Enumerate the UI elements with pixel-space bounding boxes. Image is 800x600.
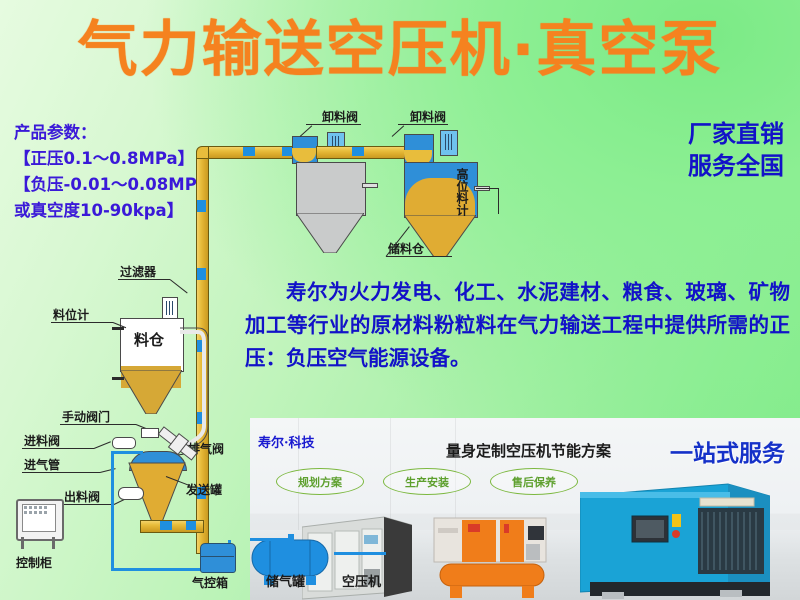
air-line-bottom	[111, 568, 231, 571]
filter-fin	[332, 136, 333, 150]
outlet-valve-body	[118, 487, 144, 500]
pipe-material-slug	[352, 147, 364, 156]
pipe-material-slug	[197, 412, 206, 424]
pipe-material-slug	[282, 147, 292, 156]
product-parameters: 产品参数： 【正压0.1～0.8MPa】 【负压-0.01～0.08MPa 或真…	[14, 120, 244, 224]
hopper-vent-pipe	[180, 327, 209, 453]
leader-line	[51, 322, 113, 323]
level-gauge-probe-lower	[112, 377, 124, 380]
label-hopper: 料仓	[134, 331, 165, 349]
leader-line	[391, 125, 405, 137]
label-discharge-valve-1: 卸料阀	[322, 110, 359, 124]
exhaust-valve-body	[157, 426, 198, 461]
pipe-material-slug	[197, 200, 206, 212]
promo-line-factory-direct: 厂家直销	[688, 120, 784, 148]
pipe-elbow	[196, 146, 209, 159]
filter-fin	[166, 301, 167, 315]
filter-fin	[335, 136, 336, 150]
label-filter: 过滤器	[120, 265, 157, 279]
control-cabinet-indicators	[24, 506, 47, 514]
promo-block: 厂家直销 服务全国	[688, 118, 784, 182]
label-discharge-valve-2: 卸料阀	[410, 110, 447, 124]
label-high-level-gauge: 高位料计	[455, 168, 469, 216]
pipe-material-slug	[186, 521, 196, 530]
filter-fin	[169, 301, 170, 315]
label-feed-valve: 进料阀	[24, 434, 61, 448]
silo-2-cone	[404, 215, 476, 257]
label-air-tank: 储气罐	[266, 575, 306, 590]
air-line-to-tank	[111, 451, 143, 454]
page-title: 气力输送空压机·真空泵	[77, 15, 723, 85]
air-line-vertical-left	[111, 451, 114, 571]
pipe-material-slug	[197, 340, 206, 352]
filter-fin	[445, 134, 446, 150]
parameter-line-3: 或真空度10-90kpa】	[14, 201, 184, 220]
leader-line	[398, 124, 448, 125]
filter-fin	[451, 134, 452, 150]
label-air-compressor: 空压机	[342, 575, 382, 590]
product-photo-banner: 寿尔·科技 量身定制空压机节能方案 一站式服务 规划方案 生产安装 售后保养	[250, 418, 800, 600]
photo-air-line-to-compressor	[334, 552, 386, 555]
manual-valve-body	[141, 428, 159, 438]
cabinet-leg	[21, 537, 24, 549]
leader-line	[118, 279, 170, 280]
silo-2-filter	[440, 130, 458, 156]
leader-line	[62, 504, 114, 505]
leader-line	[93, 441, 111, 449]
parameter-line-2: 【负压-0.01～0.08MPa	[14, 175, 208, 194]
pipe-material-slug	[243, 147, 255, 156]
silo-1-body	[296, 162, 366, 216]
hopper-body	[120, 318, 184, 372]
blue-screw-compressor-photo	[579, 478, 771, 600]
label-sender-tank: 发送罐	[186, 483, 223, 497]
service-oval-maintenance[interactable]: 售后保养	[490, 468, 578, 495]
pipe-material-slug	[160, 521, 172, 530]
label-storage-silo: 储料仓	[388, 242, 425, 256]
pipe-material-slug	[197, 487, 206, 499]
silo-1-cone	[296, 213, 364, 253]
silo-1-nozzle	[362, 183, 378, 188]
filter-fin	[172, 301, 173, 315]
service-oval-installation[interactable]: 生产安装	[383, 468, 471, 495]
leader-line	[306, 124, 361, 125]
parameters-heading: 产品参数：	[14, 123, 97, 142]
feed-valve-body	[112, 437, 136, 449]
leader-line	[169, 279, 188, 294]
leader-line	[476, 188, 498, 189]
label-level-gauge: 料位计	[53, 308, 90, 322]
promo-line-nationwide-service: 服务全国	[688, 152, 784, 180]
service-oval-planning[interactable]: 规划方案	[276, 468, 364, 495]
label-control-cabinet: 控制柜	[16, 556, 53, 570]
filter-fin	[338, 136, 339, 150]
label-outlet-valve: 出料阀	[64, 490, 101, 504]
one-stop-service-label: 一站式服务	[670, 441, 785, 467]
photo-air-line-top	[250, 538, 290, 541]
leader-line	[60, 424, 136, 425]
air-tank-photo	[250, 534, 340, 594]
orange-compressor-photo	[430, 516, 552, 600]
discharge-valve-1-cone	[292, 148, 316, 162]
label-air-inlet-pipe: 进气管	[24, 458, 61, 472]
filter-fin	[448, 134, 449, 150]
parameter-line-1: 【正压0.1～0.8MPa】	[14, 149, 195, 168]
air-control-box	[200, 543, 236, 573]
label-air-control-box: 气控箱	[192, 576, 229, 590]
silo-2-material	[405, 178, 475, 216]
leader-line	[22, 472, 100, 473]
energy-saving-slogan: 量身定制空压机节能方案	[446, 442, 612, 460]
company-description: 寿尔为火力发电、化工、水泥建材、粮食、玻璃、矿物加工等行业的原材料粉粒料在气力输…	[245, 280, 790, 370]
brand-label: 寿尔·科技	[258, 436, 315, 451]
pipe-material-slug	[197, 268, 206, 280]
air-control-box-seam	[200, 556, 234, 557]
label-manual-valve: 手动阀门	[62, 410, 111, 424]
leader-line	[386, 256, 452, 257]
cabinet-leg	[52, 537, 55, 549]
hopper-cone	[120, 370, 182, 414]
leader-line	[22, 448, 94, 449]
leader-line	[498, 188, 499, 214]
level-gauge-probe-upper	[112, 327, 124, 330]
